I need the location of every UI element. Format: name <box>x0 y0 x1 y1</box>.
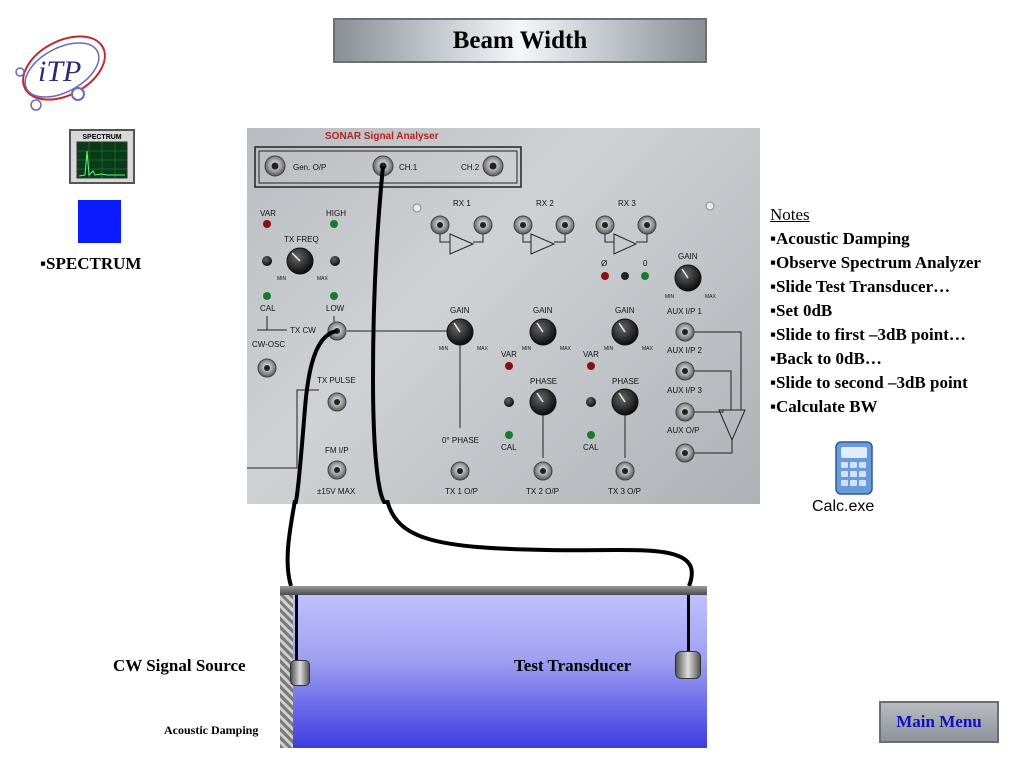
ch1-label: CH.1 <box>399 163 418 172</box>
gain1-label: GAIN <box>450 306 470 315</box>
cal2-label: CAL <box>501 443 517 452</box>
tx3-op-connector[interactable] <box>615 461 635 481</box>
tx-cw-label: TX CW <box>290 326 316 335</box>
gain2-knob[interactable] <box>529 318 557 346</box>
gain-main-knob[interactable] <box>674 264 702 292</box>
gain-main-max: MAX <box>705 294 717 300</box>
phase3-label: PHASE <box>612 377 639 386</box>
gen-op-label: Gen. O/P <box>293 163 326 172</box>
water-tank <box>280 586 707 748</box>
spectrum-thumb-label: SPECTRUM <box>82 134 121 141</box>
gain-main-label: GAIN <box>678 252 698 261</box>
test-transducer[interactable] <box>675 651 701 679</box>
calculator-icon[interactable] <box>833 440 875 496</box>
tx2-op-connector[interactable] <box>533 461 553 481</box>
tx1-op-connector[interactable] <box>450 461 470 481</box>
main-menu-button[interactable]: Main Menu <box>879 701 999 743</box>
notes-list: Notes ▪Acoustic Damping ▪Observe Spectru… <box>770 203 981 419</box>
cw-signal-source-label: CW Signal Source <box>113 656 246 675</box>
note-item: ▪Observe Spectrum Analyzer <box>770 253 981 272</box>
0-phase-label: 0° PHASE <box>442 436 479 445</box>
low-label: LOW <box>326 304 345 313</box>
itp-logo: iTP <box>12 26 112 112</box>
gain3-knob[interactable] <box>611 318 639 346</box>
note-item: ▪Calculate BW <box>770 397 878 416</box>
aux2-connector[interactable] <box>675 361 695 381</box>
gain2-label: GAIN <box>533 306 553 315</box>
gain3-max: MAX <box>642 346 654 352</box>
panel-title: SONAR Signal Analyser <box>325 131 439 142</box>
page-title: Beam Width <box>333 18 707 63</box>
gain3-min: MIN <box>604 346 614 352</box>
test-transducer-cable <box>687 595 690 653</box>
high-label: HIGH <box>326 209 346 218</box>
auxop-connector[interactable] <box>675 443 695 463</box>
note-item: ▪Set 0dB <box>770 301 833 320</box>
15v-max-label: ±15V MAX <box>317 487 356 496</box>
note-item: ▪Back to 0dB… <box>770 349 882 368</box>
auxop-label: AUX O/P <box>667 426 699 435</box>
gain1-knob[interactable] <box>446 318 474 346</box>
spectrum-analyzer-icon[interactable]: SPECTRUM <box>69 129 135 184</box>
note-item: ▪Acoustic Damping <box>770 229 910 248</box>
tx-pulse-label: TX PULSE <box>317 376 356 385</box>
ch2-connector[interactable] <box>482 155 504 177</box>
aux1-label: AUX I/P 1 <box>667 307 703 316</box>
source-cable <box>295 595 298 665</box>
tank-rim <box>280 586 707 595</box>
aux2-label: AUX I/P 2 <box>667 346 703 355</box>
min-label: MIN <box>277 276 287 282</box>
acoustic-damping-material <box>280 595 293 748</box>
var2-label: VAR <box>501 350 517 359</box>
fm-ip-connector[interactable] <box>327 460 347 480</box>
signal-cables <box>285 500 694 587</box>
ch2-label: CH.2 <box>461 163 480 172</box>
cw-osc-connector[interactable] <box>257 358 277 378</box>
phase-neg-label: Ø <box>601 259 607 268</box>
sonar-signal-analyser-panel: SONAR Signal Analyser Gen. O/P CH.1 CH.2… <box>247 128 760 504</box>
aux3-label: AUX I/P 3 <box>667 386 703 395</box>
rx2-label: RX 2 <box>536 199 554 208</box>
spectrum-link[interactable]: ▪SPECTRUM <box>40 254 142 273</box>
note-item: ▪Slide Test Transducer… <box>770 277 951 296</box>
phase3-knob[interactable] <box>611 388 639 416</box>
tx2-op-label: TX 2 O/P <box>526 487 559 496</box>
cal-label: CAL <box>260 304 276 313</box>
notes-heading: Notes <box>770 205 810 224</box>
cw-osc-label: CW-OSC <box>252 340 285 349</box>
phase2-label: PHASE <box>530 377 557 386</box>
gen-op-connector[interactable] <box>264 155 286 177</box>
tx-freq-label: TX FREQ <box>284 235 319 244</box>
var-label: VAR <box>260 209 276 218</box>
var3-label: VAR <box>583 350 599 359</box>
logo-text: iTP <box>38 55 81 88</box>
note-item: ▪Slide to second –3dB point <box>770 373 968 392</box>
fm-ip-label: FM I/P <box>325 446 349 455</box>
aux1-connector[interactable] <box>675 322 695 342</box>
tx3-op-label: TX 3 O/P <box>608 487 641 496</box>
tx1-op-label: TX 1 O/P <box>445 487 478 496</box>
test-transducer-label: Test Transducer <box>514 656 632 675</box>
gain1-max: MAX <box>477 346 489 352</box>
cal3-label: CAL <box>583 443 599 452</box>
acoustic-damping-label: Acoustic Damping <box>164 723 259 737</box>
gain2-max: MAX <box>560 346 572 352</box>
rx3-label: RX 3 <box>618 199 636 208</box>
gain-main-min: MIN <box>665 294 675 300</box>
spectrum-button[interactable] <box>78 200 121 243</box>
calc-exe-label[interactable]: Calc.exe <box>812 498 875 515</box>
note-item: ▪Slide to first –3dB point… <box>770 325 966 344</box>
phase2-knob[interactable] <box>529 388 557 416</box>
gain3-label: GAIN <box>615 306 635 315</box>
tx-freq-knob[interactable] <box>286 247 314 275</box>
gain1-min: MIN <box>439 346 449 352</box>
aux3-connector[interactable] <box>675 402 695 422</box>
max-label: MAX <box>317 276 329 282</box>
phase-zero-label: 0 <box>643 259 648 268</box>
gain2-min: MIN <box>522 346 532 352</box>
rx1-label: RX 1 <box>453 199 471 208</box>
cw-signal-source-transducer <box>290 660 310 686</box>
tx-pulse-connector[interactable] <box>327 392 347 412</box>
